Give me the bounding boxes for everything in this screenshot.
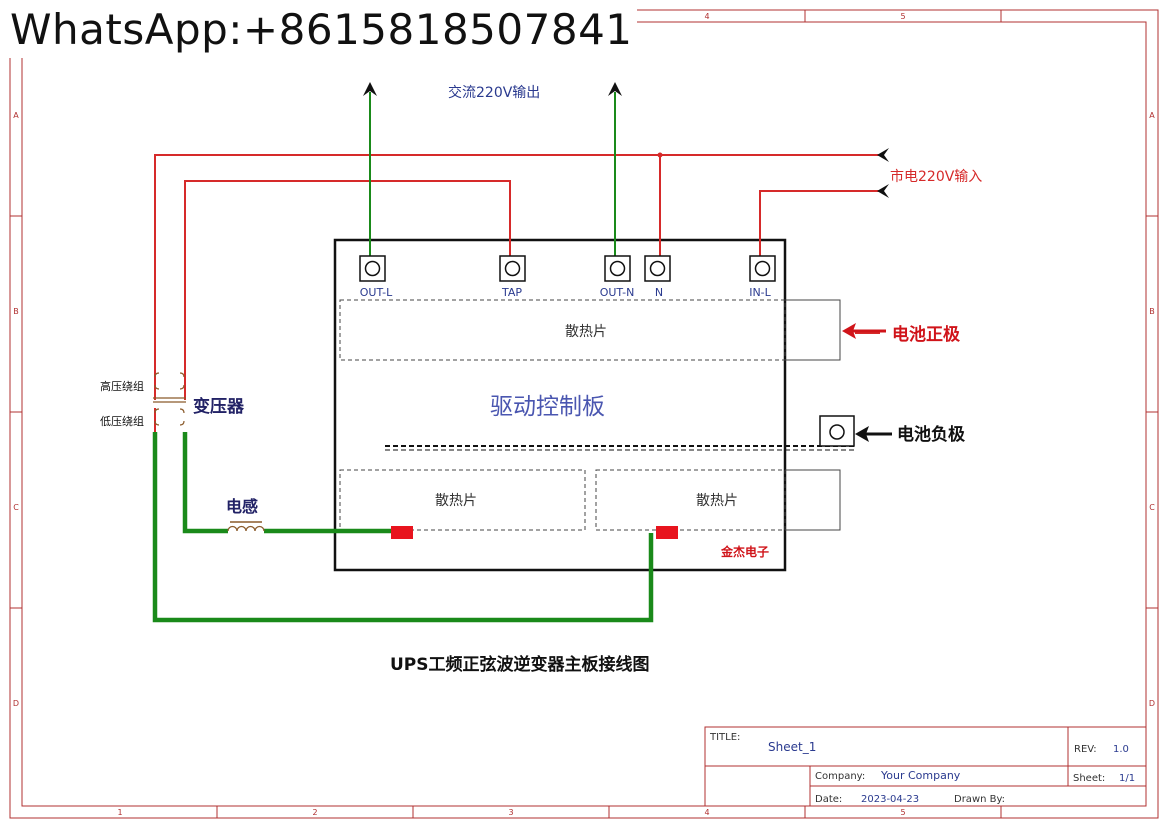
col-label: 5 (900, 808, 905, 817)
terminal-label: N (655, 286, 663, 299)
row-label: B (13, 307, 19, 316)
caption-rest: 工频正弦波逆变器主板接线图 (429, 654, 650, 675)
col-label: 4 (704, 808, 709, 817)
row-label: D (1149, 699, 1155, 708)
transformer-symbol (153, 372, 186, 426)
row-label: B (1149, 307, 1155, 316)
rev-label: REV: (1074, 744, 1097, 755)
board-title: 驱动控制板 (490, 394, 605, 420)
output-arrow (363, 82, 377, 96)
caption-bold: UPS (390, 655, 429, 675)
low-voltage-wires (152, 432, 654, 623)
title-label: TITLE: (709, 732, 740, 743)
title-block-text: TITLE: Sheet_1 REV: 1.0 Company: Your Co… (709, 732, 1135, 805)
driver-board (333, 238, 787, 572)
col-label: 2 (312, 808, 317, 817)
row-label: D (13, 699, 19, 708)
heatsink-label: 散热片 (435, 493, 477, 509)
terminal-blocks (359, 255, 776, 282)
red-pad (391, 526, 413, 539)
title-block (704, 726, 1147, 807)
row-label: A (1149, 111, 1155, 120)
row-label: C (13, 503, 19, 512)
company-label: Company: (815, 771, 865, 782)
battery-neg-arrow-head (855, 426, 869, 442)
watermark: WhatsApp:+8615818507841 (6, 2, 637, 58)
col-label: 4 (704, 12, 709, 21)
heatsink-label: 散热片 (696, 493, 738, 509)
junction-dot (657, 152, 663, 158)
brand-label: 金杰电子 (720, 544, 769, 559)
battery-neg-terminal-hole (829, 424, 845, 440)
battery-neg-label: 电池负极 (897, 424, 965, 445)
heatsink-top (339, 299, 786, 361)
mains-input-label: 市电220V输入 (890, 168, 982, 185)
output-arrow (608, 82, 622, 96)
heatsink-bottom-right (595, 469, 786, 531)
ac-output-label: 交流220V输出 (448, 84, 540, 101)
transformer-label: 变压器 (193, 396, 245, 417)
caption: UPS工频正弦波逆变器主板接线图 (390, 654, 650, 675)
col-label: 3 (508, 808, 513, 817)
sheet-value: 1/1 (1119, 773, 1135, 784)
company-value: Your Company (880, 769, 961, 782)
battery-pos-label: 电池正极 (892, 324, 960, 345)
rev-value: 1.0 (1113, 744, 1129, 755)
col-label: 5 (900, 12, 905, 21)
inductor-label: 电感 (226, 497, 258, 516)
heatsink-bottom-tab (785, 469, 841, 531)
heatsink-label: 散热片 (565, 324, 607, 340)
red-pad (656, 526, 678, 539)
high-winding-label: 高压绕组 (100, 379, 144, 393)
input-arrow (877, 184, 889, 198)
title-value: Sheet_1 (768, 740, 816, 754)
date-label: Date: (815, 794, 842, 805)
mains-wires (154, 154, 880, 432)
date-value: 2023-04-23 (861, 794, 919, 805)
terminal-label: OUT-N (600, 286, 635, 299)
battery-pos-arrow-head (842, 323, 856, 339)
row-label: C (1149, 503, 1155, 512)
frame-labels: 1 2 3 4 5 1 2 3 4 5 A B C D A B C D (13, 12, 1155, 817)
terminal-label: IN-L (749, 286, 771, 299)
heatsink-top-tab (785, 299, 841, 361)
input-arrow (877, 148, 889, 162)
low-winding-label: 低压绕组 (100, 414, 144, 428)
terminal-label: OUT-L (360, 286, 393, 299)
col-label: 1 (117, 808, 122, 817)
inductor-symbol (227, 521, 265, 532)
row-label: A (13, 111, 19, 120)
sheet-label: Sheet: (1073, 773, 1105, 784)
battery-neg-terminal (819, 415, 855, 447)
terminal-label: TAP (501, 286, 522, 299)
drawn-by-label: Drawn By: (954, 794, 1005, 805)
terminal-labels: OUT-L TAP OUT-N N IN-L (360, 286, 772, 299)
output-wires (369, 92, 616, 258)
heatsink-bottom-left (339, 469, 586, 531)
